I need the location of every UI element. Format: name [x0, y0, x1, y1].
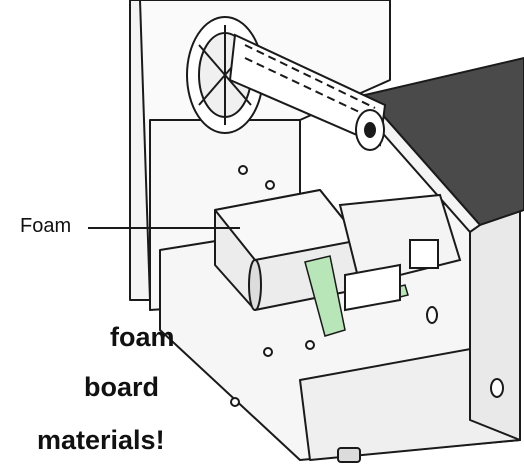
printer-body — [129, 0, 521, 461]
warning-text-line-2: board — [84, 372, 160, 402]
foam-callout-label: Foam — [20, 215, 72, 237]
printer-feet — [337, 447, 361, 463]
ribbon-roller — [228, 33, 387, 151]
warning-text-line-1: foam — [110, 322, 175, 352]
print-head — [338, 193, 462, 312]
warning-text-line-3: materials! — [37, 425, 165, 455]
screws — [230, 165, 504, 407]
